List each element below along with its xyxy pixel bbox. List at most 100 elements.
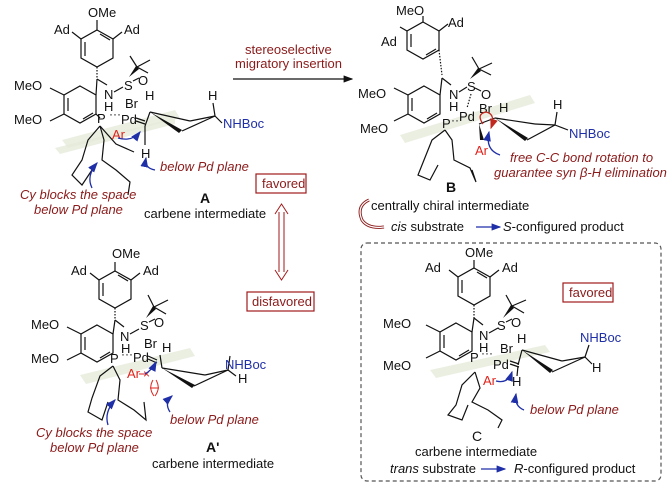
arrow-label-line1: stereoselective [245,42,332,57]
outcome-b-product-italic: S [503,219,512,234]
pd-plane [400,95,535,143]
ar-label: Ar [475,143,489,158]
outcome-b-substrate-italic: cis [391,219,407,234]
pd-label: Pd [459,109,475,124]
structure-label-a: A [200,190,210,206]
pd-label: Pd [133,350,149,365]
outcome-c-substrate-italic: trans [390,461,419,476]
cyclohexane-chair [144,102,223,145]
note-rotation-line2: guarantee syn β-H elimination [494,165,667,180]
structure-b: MeO Ad Ad MeO MeO N H S O P ·· Pd Br H A… [358,3,667,234]
ad-label-right: Ad [143,263,159,278]
curly-arrow [162,395,173,413]
curly-arrow [140,156,156,171]
caption-a-prime: carbene intermediate [152,456,274,471]
arrow-label-line2: migratory insertion [235,56,342,71]
p-label: P [110,351,119,366]
badge-favored-top: favored [255,173,308,195]
ar-label: Ar [483,373,497,388]
br-label: Br [500,341,514,356]
meo-label-1: MeO [358,86,386,101]
ome-label: OMe [465,245,493,260]
meo-label-top: MeO [396,3,424,18]
meo-label-2: MeO [360,121,388,136]
nh-label: H [104,99,113,114]
h-label-ring: H [592,360,601,375]
h-label-below: H [512,374,521,389]
h-label-ring: H [208,88,217,103]
ar-label: Ar [127,366,141,381]
s-label: S [467,79,476,94]
o-label: O [481,87,491,102]
caption-c: carbene intermediate [415,444,537,459]
meo-label-1: MeO [383,316,411,331]
dashed-bond-label: ·· [451,113,459,127]
p-label: P [97,111,106,126]
s-label: S [497,318,506,333]
pd-label: Pd [493,357,509,372]
h-label-ring: H [238,371,247,386]
aryl-ring-top [89,262,141,320]
outcome-b-product: S-configured product [503,219,624,234]
aryl-ring-lower [66,319,125,363]
note-below-pd-plane: below Pd plane [170,412,259,427]
badge-favored-c: favored [562,282,615,304]
nh-label: H [479,340,488,355]
ar-label: Ar [112,127,126,142]
caption-a: carbene intermediate [144,206,266,221]
curly-arrow [144,360,157,375]
dashed-bond-label: ··· [121,347,133,361]
note-rotation-line1: free C-C bond rotation to [510,150,653,165]
cyclohexane-chair [516,344,593,377]
h-label-below: H [141,146,150,161]
o-label: O [154,315,164,330]
ad-label-left: Ad [381,34,397,49]
note-cy-line2: below Pd plane [34,202,123,217]
note-below-pd-plane: below Pd plane [530,402,619,417]
nhboc-label: NHBoc [225,357,267,372]
structure-a: OMe Ad Ad MeO MeO N H S O P ··· Pd Br Ar [14,5,266,221]
pd-plane [80,348,195,384]
note-cy-line1: Cy blocks the space [36,425,152,440]
outcome-c-product: R-configured product [514,461,636,476]
meo-label-2: MeO [14,112,42,127]
nhboc-label: NHBoc [569,126,611,141]
dashed-box [360,242,662,482]
curly-arrow [483,130,501,156]
br-label: Br [479,101,493,116]
curly-arrow [117,130,141,142]
n-label: N [104,87,113,102]
meo-label-1: MeO [31,317,59,332]
nh-label: H [449,99,458,114]
o-label: O [511,315,521,330]
cyclohexyl-groups [447,371,503,429]
h-label-ring: H [553,97,562,112]
h-label: H [499,100,508,115]
meo-label-2: MeO [31,351,59,366]
meo-label-1: MeO [14,78,42,93]
s-label: S [140,318,149,333]
n-label: N [479,328,488,343]
note-cy-line2: below Pd plane [50,440,139,455]
curly-arrow [495,370,513,383]
cyclohexyl-groups [87,365,147,422]
pd-plane [62,110,180,148]
outcome-b-substrate: cis substrate [391,219,464,234]
rotation-arrow [479,111,498,130]
cyclohexyl-groups [417,129,477,183]
ome-label: OMe [88,5,116,20]
p-label: P [470,350,479,365]
cyclohexane-chair [159,354,237,388]
s-label: S [124,78,133,93]
n-label: N [449,87,458,102]
ad-label-right: Ad [502,260,518,275]
outcome-c-substrate-rest: substrate [419,461,476,476]
badge-disfavored: disfavored [246,291,316,313]
ad-label-left: Ad [54,22,70,37]
ome-label: OMe [112,246,140,261]
ad-label-right: Ad [124,22,140,37]
aryl-ring-top [448,260,500,318]
structure-a-prime: OMe Ad Ad MeO MeO N H S O P ··· Pd Br Ar… [31,246,274,471]
aryl-ring-lower [49,78,108,124]
hook-arrow-inner [359,199,385,228]
